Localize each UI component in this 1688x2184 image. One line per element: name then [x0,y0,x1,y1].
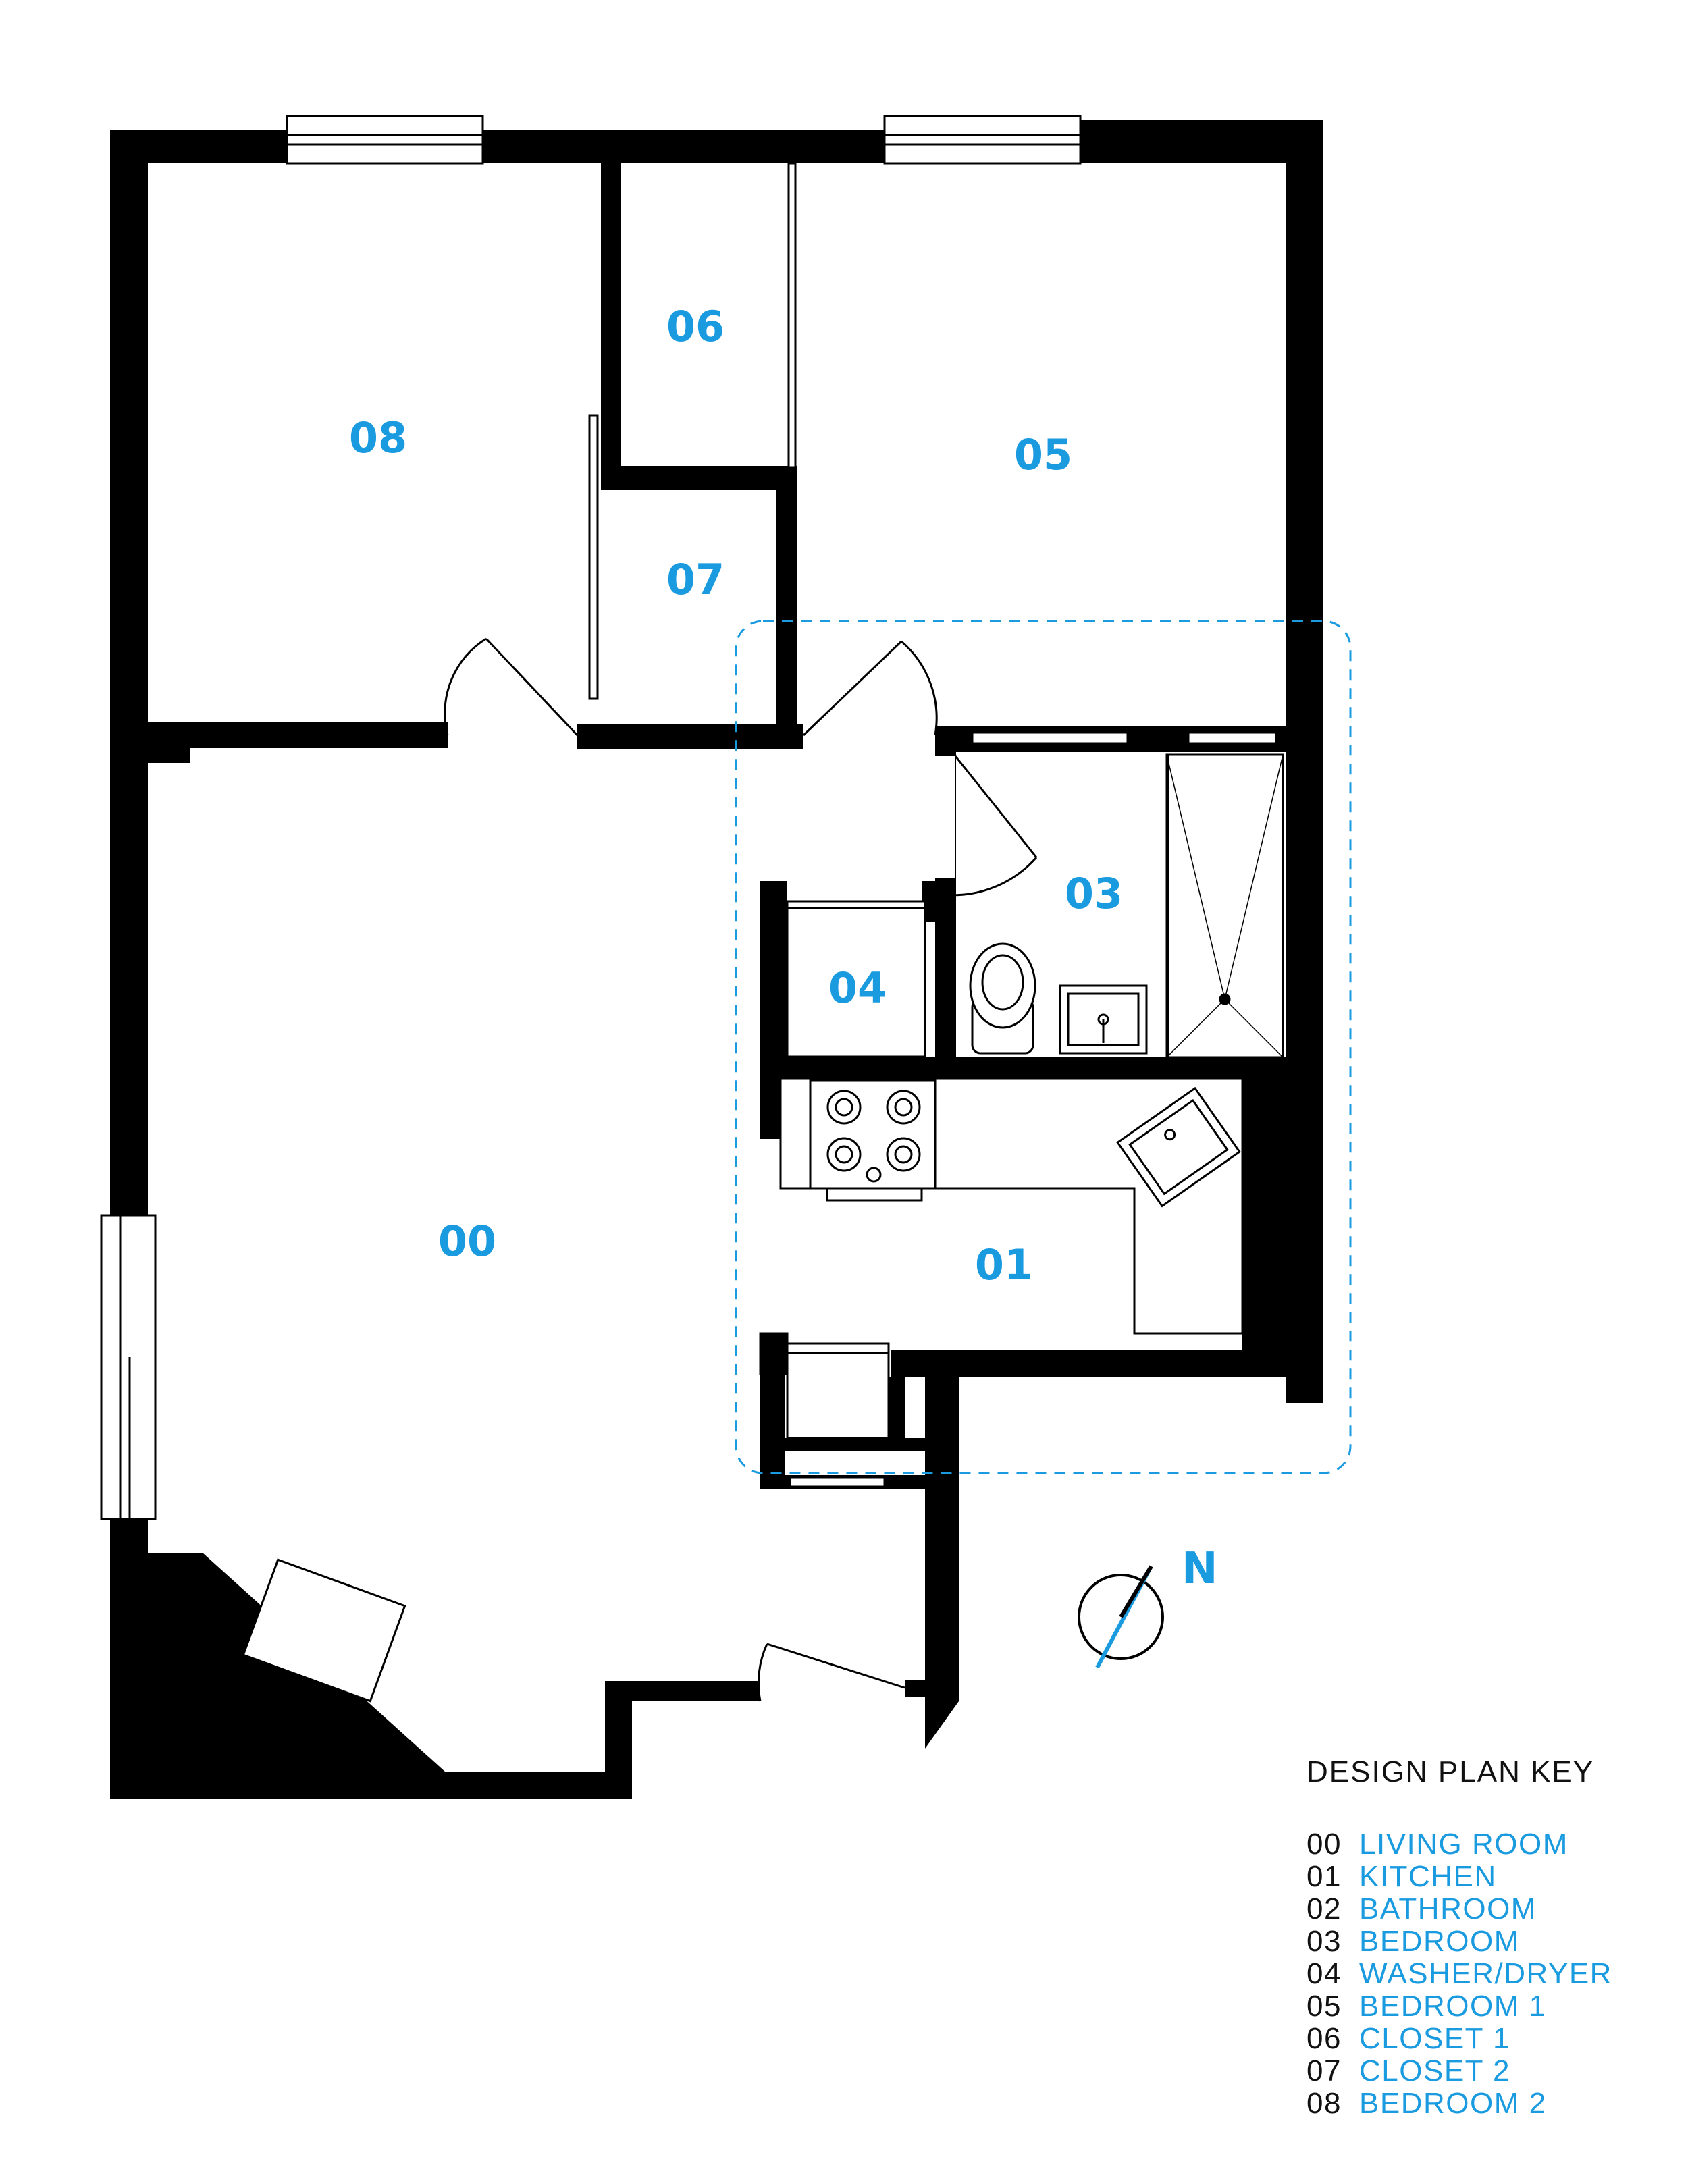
room-label-00: 00 [438,1217,496,1266]
room-labels: 08 06 05 07 03 04 00 01 [349,302,1123,1289]
highlight-region [735,620,1352,1474]
key-item: 07 CLOSET 2 [1307,2055,1671,2087]
kitchen-fixtures [759,1077,1244,1439]
sink-icon [1059,984,1148,1055]
key-item: 06 CLOSET 1 [1307,2023,1671,2055]
shower-icon [1165,753,1284,1059]
washer-west-wall [760,881,787,1084]
key-name: CLOSET 1 [1359,2022,1510,2055]
key-name: KITCHEN [1359,1860,1497,1893]
bathroom-fixtures [786,751,1287,1059]
key-code: 06 [1307,2022,1342,2055]
room-label-05: 05 [1014,430,1072,479]
bedroom2-door-arc [444,637,487,736]
entry-door-arc [757,1643,768,1702]
entry-wall-diagonal [925,1674,959,1749]
key-name: BATHROOM [1359,1892,1537,1925]
bath-west-wall [935,726,955,756]
key-name: BEDROOM 2 [1359,2087,1547,2120]
wall-stub [148,748,190,763]
key-code: 04 [1307,1957,1342,1990]
key-title: DESIGN PLAN KEY [1307,1755,1595,1788]
key-item: 05 BEDROOM 1 [1307,1990,1671,2023]
key-name: BEDROOM [1359,1925,1520,1958]
key-name: BEDROOM 1 [1359,1990,1547,2023]
key-name: CLOSET 2 [1359,2054,1510,2087]
closet-divider [601,466,791,490]
sliding-doors [588,162,886,1488]
kitchen-west-stub [760,1078,781,1139]
washer-east-wall [922,881,949,922]
window-bedroom1 [883,115,1082,165]
laundry-door [789,1476,886,1488]
key-item: 04 WASHER/DRYER [1307,1958,1671,1990]
key-item: 08 BEDROOM 2 [1307,2087,1671,2120]
east-wall-lower [925,1350,959,1674]
kitchen-east-wall [1242,1078,1296,1375]
key-item: 02 BATHROOM [1307,1893,1671,1925]
bedroom1-door-arc [901,640,938,736]
key-name: LIVING ROOM [1359,1828,1568,1861]
south-wall [110,1772,632,1799]
room-label-03: 03 [1065,869,1123,918]
compass-label: N [1182,1544,1218,1594]
key-name: WASHER/DRYER [1359,1957,1612,1990]
key-code: 01 [1307,1860,1342,1893]
window-living [100,1214,157,1520]
room-label-06: 06 [666,302,724,351]
closet1-door [787,162,797,469]
key-code: 05 [1307,1990,1342,2023]
closet2-door [588,414,599,700]
key-code: 07 [1307,2054,1342,2087]
bedroom2-south-wall [110,722,448,748]
key-code: 02 [1307,1892,1342,1925]
compass: N [1078,1544,1218,1669]
room-label-01: 01 [975,1240,1033,1289]
windows [100,115,1277,1703]
laundry-divider [760,1438,936,1451]
window-bath [971,731,1129,745]
west-wall-upper [110,130,148,1223]
stove-icon [809,1079,937,1202]
room-label-04: 04 [828,963,887,1013]
entry-door-jamb [905,1680,928,1697]
kitchen-west-wall-lower [759,1332,789,1375]
window-bath-2 [1187,731,1277,745]
key-code: 03 [1307,1925,1342,1958]
closet-south-wall [577,724,803,749]
room-label-08: 08 [349,413,407,462]
exterior-walls [110,120,1323,1799]
key-item: 00 LIVING ROOM [1307,1828,1671,1861]
north-wall-right [1067,120,1323,163]
window-bay [242,1558,406,1703]
key-code: 00 [1307,1828,1342,1861]
closet2-east-wall [776,466,797,749]
interior-walls [110,163,1313,1489]
bath-floor-edge [955,751,1287,1058]
key-item: 03 BEDROOM [1307,1925,1671,1958]
window-bedroom2 [286,115,484,165]
toilet-icon [969,942,1036,1055]
key-code: 08 [1307,2087,1342,2120]
washer-dryer-unit [786,1342,890,1439]
washer-unit [786,900,926,1058]
kitchen-north-wall [760,1057,1300,1078]
room-label-07: 07 [666,555,724,604]
kitchen-sink-icon [1116,1086,1241,1208]
south-step-horizontal [605,1681,760,1701]
closet1-west-wall [601,163,621,474]
key-item: 01 KITCHEN [1307,1861,1671,1893]
